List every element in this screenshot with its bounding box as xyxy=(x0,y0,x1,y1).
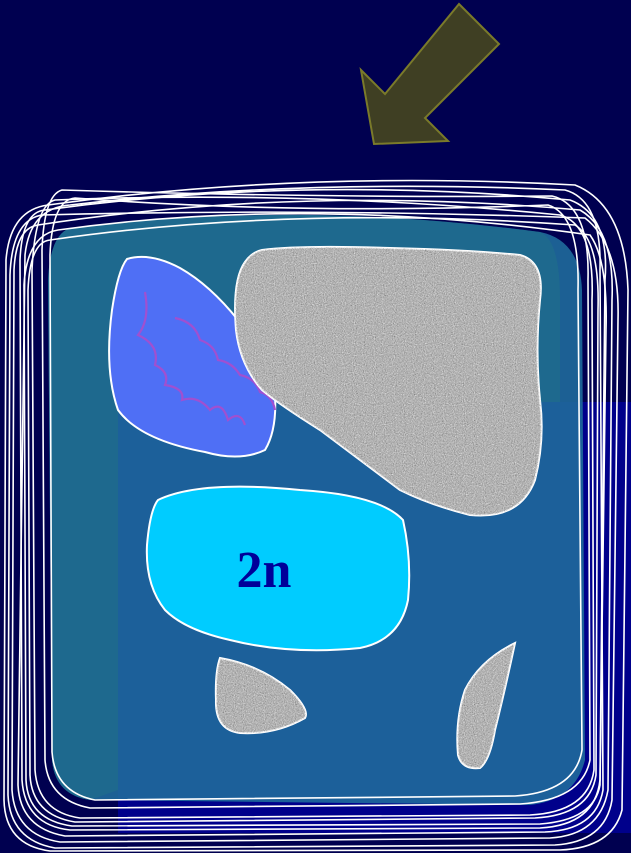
arrow-down-left-icon xyxy=(361,4,499,144)
nucleus-label: 2n xyxy=(237,542,292,599)
